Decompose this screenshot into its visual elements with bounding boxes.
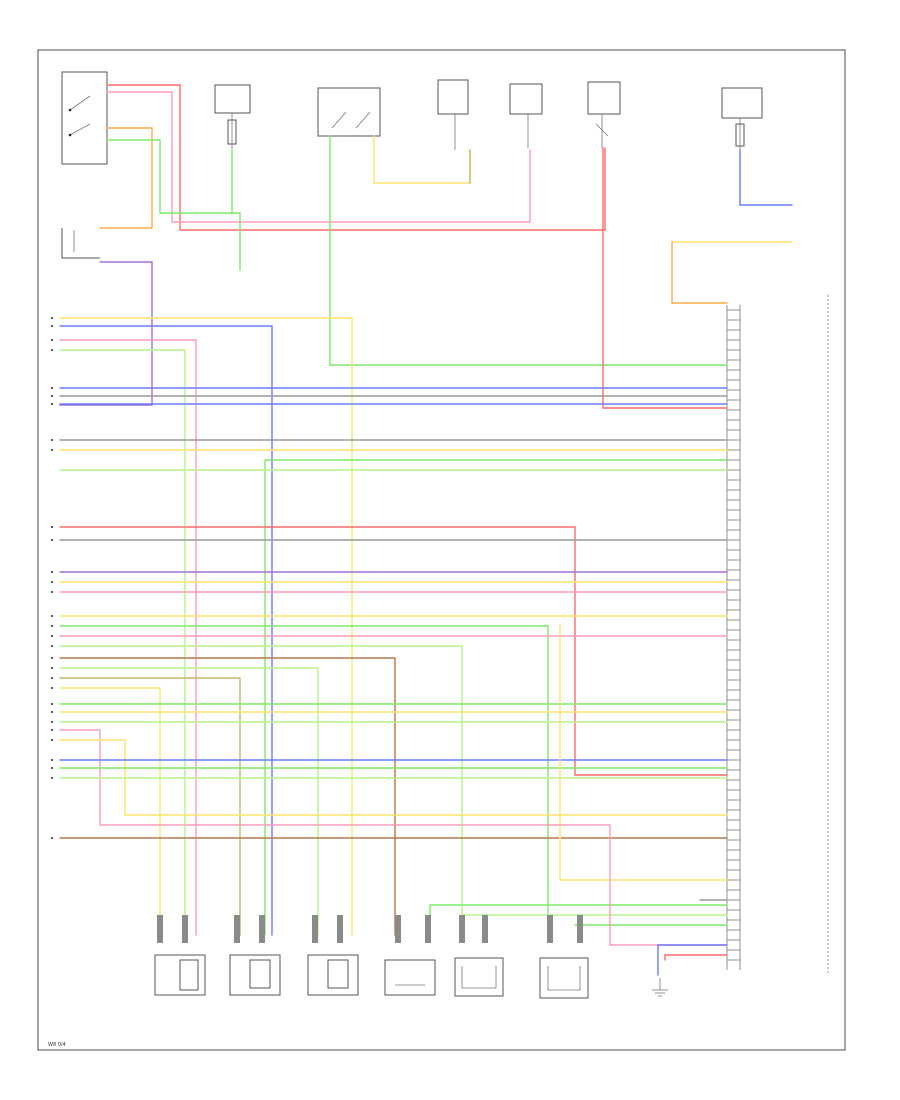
wire-green-4 [106,139,241,271]
wire-brown-34 [59,657,396,936]
left-pin [51,439,53,441]
wire-blue-53 [657,944,728,976]
left-pin [51,635,53,637]
sensor-connector-10 [482,915,488,943]
wire-blue-10 [739,149,793,206]
sensor-1 [154,954,206,996]
sensor-connector-9 [459,915,465,943]
left-pin [51,739,53,741]
left-pin [51,837,53,839]
left-pin [51,403,53,405]
left-pin [51,687,53,689]
sensor-connector-2 [182,915,188,943]
wire-pink-51 [559,824,728,946]
wire-green-31 [59,625,549,936]
left-pin [51,711,53,713]
top-left-fuse [61,228,100,259]
fuse-block-2 [437,79,469,150]
footer-code: W8 0/4 [48,1042,66,1048]
wire-red-1 [106,84,606,231]
left-pin [51,349,53,351]
wire-green-6 [329,135,728,366]
sensor-6 [539,957,589,999]
wire-yellow-14 [59,317,353,936]
sensor-3 [307,954,359,996]
left-pin [51,677,53,679]
top-left-relay [61,71,108,165]
left-pin [51,571,53,573]
wire-lightgreen-35 [59,667,319,936]
left-pin [51,767,53,769]
wire-red-25 [59,526,728,776]
sensor-connector-7 [395,915,401,943]
wire-yellow-37 [59,687,161,936]
pcm-connector [726,295,829,975]
sensor-connector-5 [312,915,318,943]
left-pin [51,615,53,617]
wire-blue-15 [59,325,273,936]
left-pin [51,325,53,327]
left-pin [51,703,53,705]
left-pin [51,657,53,659]
wire-orange-3 [99,127,153,229]
fuse-block-5 [721,87,763,150]
sensor-connector-1 [157,915,163,943]
wire-green-23 [264,459,728,936]
left-pin [51,721,53,723]
left-pin [51,759,53,761]
wire-pink-16 [59,339,197,936]
wire-red-52 [664,954,728,961]
left-pin [51,667,53,669]
left-pin [51,339,53,341]
left-pin [51,729,53,731]
wire-yellow-47 [559,624,728,881]
left-pin [51,645,53,647]
sensor-5 [454,957,504,997]
wire-purple-13 [59,261,153,406]
fuse-block-4 [587,81,621,148]
sensor-connector-4 [259,915,265,943]
wire-lightgreen-17 [59,349,186,936]
pcm-pin-column [727,309,740,961]
fuse-block-1 [214,84,251,150]
left-pin [51,625,53,627]
left-pin [51,317,53,319]
left-pin [51,526,53,528]
wire-lightgreen-33 [59,645,463,936]
sensor-2 [229,954,281,996]
sensor-connector-3 [234,915,240,943]
left-pin [51,539,53,541]
left-pin [51,777,53,779]
diagram-frame [37,49,846,1051]
main-relay [317,87,381,137]
left-pin [51,387,53,389]
wire-pink-2 [106,91,531,223]
wire-yellow-7 [373,135,471,184]
ground-symbol [652,978,668,997]
sensor-4 [384,959,436,996]
wire-olive-36 [59,677,241,936]
sensor-connector-11 [547,915,553,943]
wire-orange-12 [671,241,728,304]
left-pin [51,581,53,583]
sensor-connector-8 [425,915,431,943]
left-pin [51,591,53,593]
left-connector-pins [51,317,53,839]
sensor-connector-12 [577,915,583,943]
left-pin [51,395,53,397]
left-pin [51,449,53,451]
wire-group [59,84,793,976]
sensor-connector-6 [337,915,343,943]
fuse-block-3 [509,83,543,148]
wire-red-9 [602,147,728,409]
